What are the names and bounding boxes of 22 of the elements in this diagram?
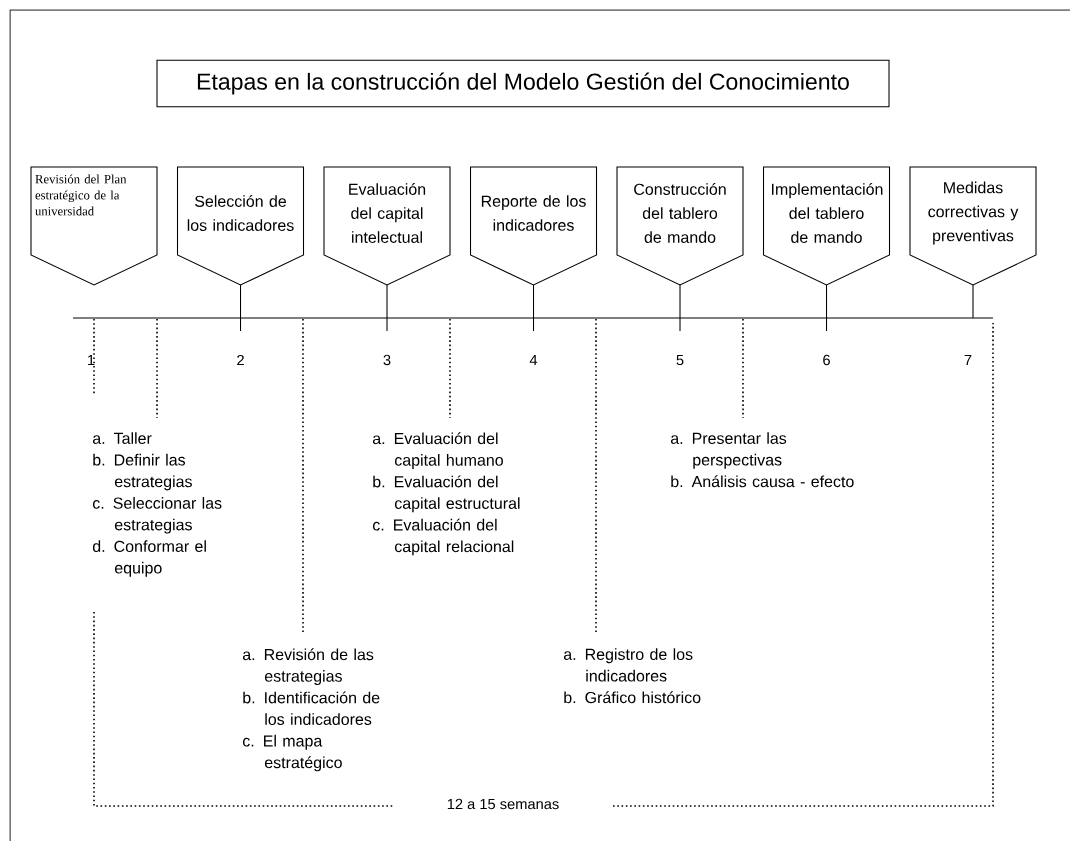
stage-pentagon: Revisión del Plan estratégico de la universidad bbox=[30, 166, 158, 286]
stage-pentagon: Reporte de los indicadores bbox=[469, 166, 598, 286]
stage-pentagon: Medidas correctivas y preventivas bbox=[909, 166, 1037, 286]
stage-number: 1 bbox=[88, 354, 95, 366]
stage-number: 2 bbox=[237, 354, 244, 366]
stage-pentagon: Implementación del tablero de mando bbox=[762, 166, 891, 286]
stage-pentagon: Selección de los indicadores bbox=[176, 166, 305, 286]
list-item: c. Evaluación del capital relacional bbox=[372, 518, 514, 556]
stage-number: 4 bbox=[529, 354, 538, 366]
list-item: a. Taller bbox=[92, 432, 152, 444]
stage-number: 7 bbox=[964, 354, 972, 366]
stage-number: 5 bbox=[676, 354, 684, 366]
stage-number: 3 bbox=[383, 354, 391, 366]
duration-label: 12 a 15 semanas bbox=[447, 798, 559, 810]
list-item: b. Análisis causa - efecto bbox=[671, 475, 854, 488]
title-box: Etapas en la construcción del Modelo Gestión del Conocimiento bbox=[156, 59, 890, 108]
stage-number: 6 bbox=[823, 354, 830, 366]
list-item: d. Conformar el equipo bbox=[92, 540, 206, 577]
stage-pentagon: Construcción del tablero de mando bbox=[616, 166, 744, 286]
stage-pentagon: Evaluación del capital intelectual bbox=[323, 166, 451, 286]
list-item: b. Gráfico histórico bbox=[564, 691, 701, 704]
list-item: c. El mapa estratégico bbox=[242, 734, 342, 772]
